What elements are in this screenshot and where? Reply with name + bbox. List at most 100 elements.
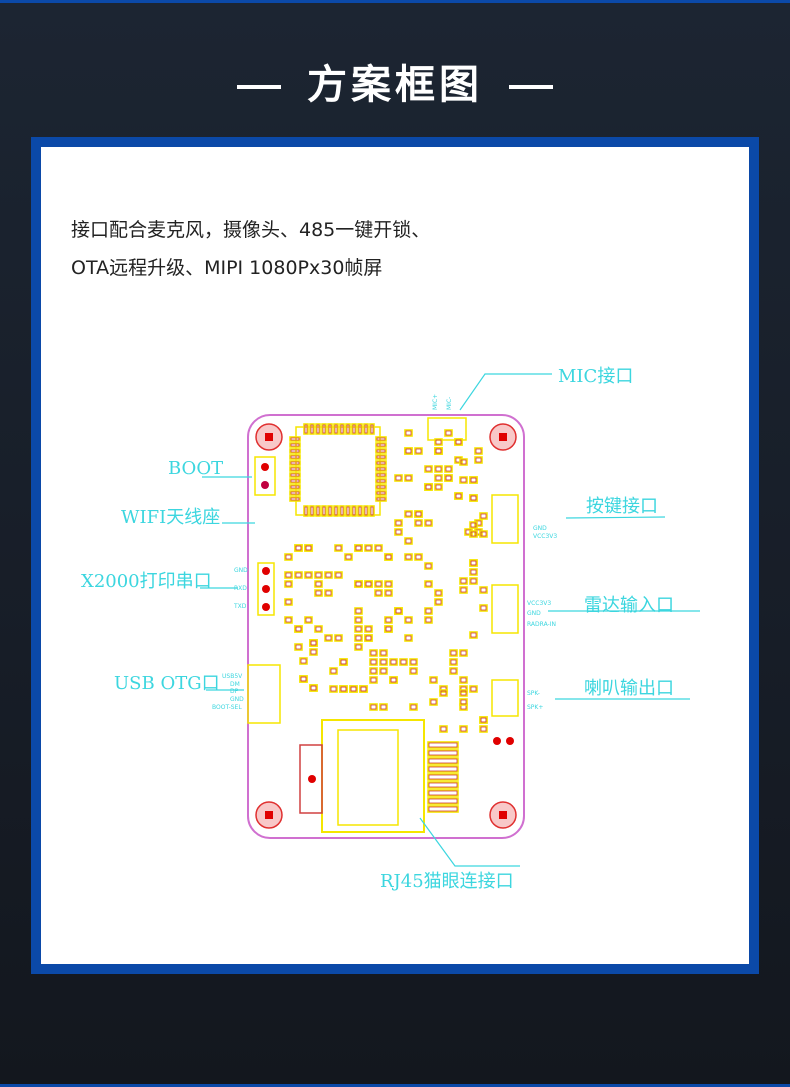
- pad-outline: [375, 496, 387, 502]
- pad: [322, 424, 326, 434]
- pad: [376, 491, 386, 495]
- pad: [415, 511, 422, 517]
- pad-outline: [375, 442, 387, 448]
- pad: [376, 461, 386, 465]
- mic-arrow: [459, 373, 552, 411]
- pad-outline: [339, 423, 345, 435]
- pad-outline: [469, 559, 478, 567]
- pin-key-gnd: GND: [533, 525, 547, 532]
- uart-pin: [262, 603, 270, 611]
- callout-wifi: WIFI天线座: [121, 507, 220, 528]
- pad: [470, 569, 477, 575]
- pad-outline: [469, 494, 478, 502]
- pad: [380, 668, 387, 674]
- pad: [445, 466, 452, 472]
- pad: [405, 448, 412, 454]
- pad-outline: [434, 447, 443, 455]
- pad: [470, 495, 477, 501]
- mounting-hole-center: [499, 433, 507, 441]
- pad-outline: [434, 589, 443, 597]
- pad: [316, 506, 320, 516]
- pad: [365, 635, 372, 641]
- pad: [385, 581, 392, 587]
- pad: [310, 685, 317, 691]
- pad: [340, 686, 347, 692]
- pad: [450, 668, 457, 674]
- diagram-frame: 接口配合麦克风，摄像头、485一键开锁、 OTA远程升级、MIPI 1080Px…: [31, 137, 759, 974]
- pad-outline: [389, 676, 398, 684]
- pad-outline: [339, 505, 345, 517]
- pad: [295, 545, 302, 551]
- pad-outline: [329, 685, 338, 693]
- pad-outline: [375, 484, 387, 490]
- pad: [355, 626, 362, 632]
- pad-outline: [427, 781, 459, 789]
- pad-outline: [304, 544, 313, 552]
- pad: [455, 493, 462, 499]
- pad-outline: [303, 505, 309, 517]
- pad-outline: [369, 423, 375, 435]
- pad-outline: [357, 423, 363, 435]
- pad-outline: [289, 466, 301, 472]
- pad: [470, 560, 477, 566]
- pad-outline: [369, 649, 378, 657]
- pad: [315, 626, 322, 632]
- pad-outline: [424, 465, 433, 473]
- pad-outline: [379, 649, 388, 657]
- pad: [475, 448, 482, 454]
- boot-pin: [261, 463, 269, 471]
- pad: [428, 782, 458, 788]
- pad: [290, 473, 300, 477]
- pad: [430, 677, 437, 683]
- pad: [310, 685, 317, 691]
- pad-outline: [314, 571, 323, 579]
- pad: [360, 686, 367, 692]
- pad: [428, 766, 458, 772]
- pad-outline: [303, 423, 309, 435]
- pad-outline: [444, 465, 453, 473]
- pad: [410, 659, 417, 665]
- mounting-hole-center: [265, 433, 273, 441]
- pad-outline: [334, 634, 343, 642]
- pad: [376, 437, 386, 441]
- pad: [405, 538, 412, 544]
- pad-outline: [375, 454, 387, 460]
- pad-outline: [354, 625, 363, 633]
- pad: [340, 686, 347, 692]
- pad-outline: [363, 505, 369, 517]
- pad: [315, 590, 322, 596]
- pad: [428, 758, 458, 764]
- pad-outline: [427, 749, 459, 757]
- pad: [365, 581, 372, 587]
- usb-connector: [247, 664, 281, 724]
- pad: [385, 554, 392, 560]
- pad-outline: [304, 571, 313, 579]
- pad: [425, 617, 432, 623]
- pad: [415, 520, 422, 526]
- pad: [395, 608, 402, 614]
- pin-spk-minus: SPK-: [527, 690, 540, 697]
- pad-outline: [389, 658, 398, 666]
- pad-outline: [354, 643, 363, 651]
- pad-outline: [469, 577, 478, 585]
- pad: [365, 545, 372, 551]
- pad-outline: [384, 616, 393, 624]
- pad: [405, 635, 412, 641]
- pad-outline: [479, 512, 488, 520]
- pad-outline: [314, 580, 323, 588]
- pad-outline: [309, 648, 318, 656]
- pad: [385, 554, 392, 560]
- pad-outline: [404, 553, 413, 561]
- pad: [405, 511, 412, 517]
- pad-outline: [369, 703, 378, 711]
- pad: [435, 599, 442, 605]
- pad: [285, 572, 292, 578]
- pad-outline: [427, 789, 459, 797]
- pad-outline: [409, 667, 418, 675]
- pad: [410, 704, 417, 710]
- pad: [304, 424, 308, 434]
- pad-outline: [427, 805, 459, 813]
- pad-outline: [324, 589, 333, 597]
- pad-outline: [479, 716, 488, 724]
- pad-outline: [315, 505, 321, 517]
